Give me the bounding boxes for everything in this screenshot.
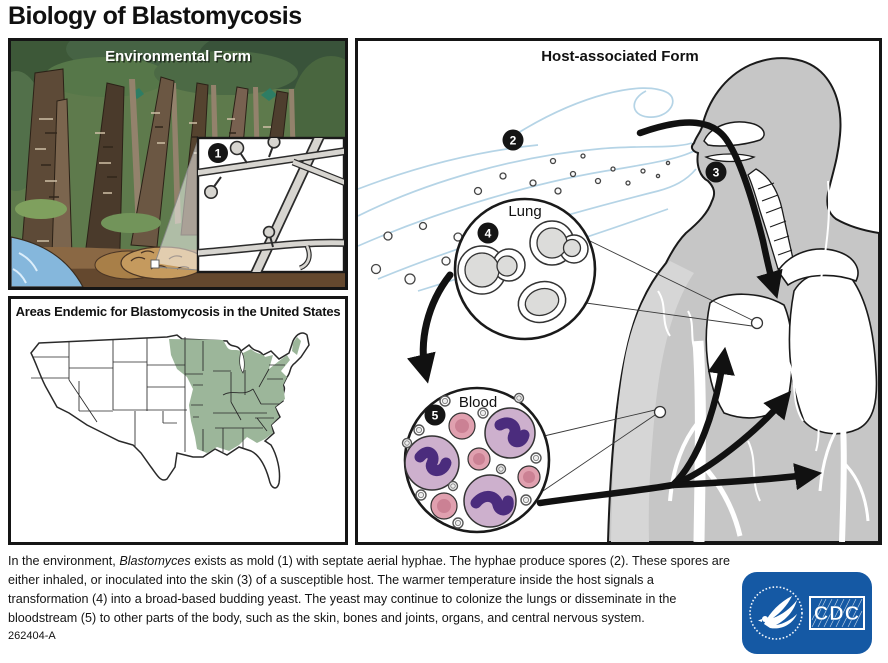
step-badge-1: 1 [208, 143, 228, 163]
airborne-spores [370, 153, 671, 285]
cdc-logo-background [742, 572, 872, 654]
step-3-number: 3 [713, 166, 720, 180]
cdc-logo-graphic: CDC [742, 572, 872, 654]
step-1-number: 1 [215, 147, 222, 161]
cdc-logo-text: CDC [814, 603, 860, 625]
caption-rest: exists as mold (1) with septate aerial h… [8, 554, 730, 625]
lung-sample-point [750, 316, 764, 330]
host-associated-form-title: Host-associated Form [541, 48, 699, 65]
step-4-number: 4 [485, 227, 492, 241]
endemic-region-northeast [292, 337, 301, 355]
lung-to-blood-arrow [406, 271, 454, 384]
host-associated-form-panel: 2 3 Lung 4 [355, 38, 882, 545]
septate-hyphae [198, 138, 344, 272]
lung-label: Lung [508, 203, 541, 220]
step-5-number: 5 [432, 409, 439, 423]
page-title: Biology of Blastomycosis [8, 2, 302, 30]
document-number: 262404-A [8, 630, 56, 642]
dissemination-arrows [536, 346, 823, 507]
environmental-form-panel: 1 Environmental Form Environmental Form [8, 38, 348, 290]
lake-michigan [239, 350, 245, 374]
step-badge-5: 5 [424, 404, 446, 426]
inhalation-arrow [636, 119, 783, 299]
budding-yeast-cells [457, 220, 589, 324]
state-borders [31, 337, 285, 452]
blood-label: Blood [459, 394, 497, 411]
lungs [705, 248, 878, 435]
cdc-letter-box: CDC [809, 596, 865, 630]
lung-callout-lines [585, 240, 753, 327]
endemic-map-title: Areas Endemic for Blastomycosis in the U… [15, 304, 341, 319]
endemic-map-panel: Areas Endemic for Blastomycosis in the U… [8, 296, 348, 545]
step-2-number: 2 [510, 134, 517, 148]
caption-lead: In the environment, [8, 554, 120, 568]
host-illustration: 2 3 Lung 4 [358, 48, 879, 542]
hhs-eagle-icon [749, 586, 803, 640]
arm-highlight [611, 261, 694, 542]
yeast-in-blood [401, 392, 542, 529]
us-endemic-map [30, 332, 310, 489]
wbc-nuclei [414, 417, 530, 516]
forest-illustration: 1 Environmental Form Environmental Form [11, 41, 345, 287]
blood-callout-lines [539, 409, 656, 494]
step-badge-3: 3 [705, 161, 727, 183]
background-trunks [129, 79, 296, 230]
step-badge-4: 4 [477, 222, 499, 244]
callout-lines [154, 139, 199, 271]
endemic-region [169, 339, 290, 453]
cdc-hhs-logo: CDC [740, 570, 874, 656]
white-blood-cells [404, 407, 536, 528]
hyphae-inset: 1 [196, 136, 345, 274]
callout-wedge [155, 140, 198, 270]
red-blood-cells [430, 412, 541, 520]
caption-paragraph: In the environment, Blastomyces exists a… [8, 552, 735, 628]
environmental-form-title: Environmental Form [105, 48, 251, 65]
blood-sample-point [653, 405, 667, 419]
environmental-form-title-shadow: Environmental Form [107, 50, 253, 67]
sample-square [150, 259, 160, 269]
step-badge-2: 2 [502, 129, 524, 151]
blood-vessels [657, 180, 870, 542]
caption-organism-italic: Blastomyces [119, 554, 191, 568]
stream [11, 236, 84, 287]
blood-inset: Blood 5 [401, 386, 551, 534]
lung-inset: Lung 4 [453, 197, 597, 341]
